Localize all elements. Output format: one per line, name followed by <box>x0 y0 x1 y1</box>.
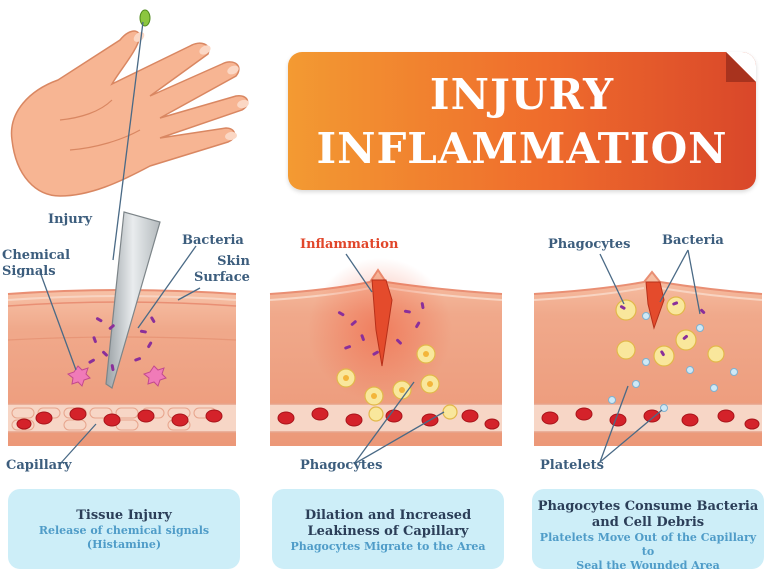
label-capillary: Capillary <box>6 458 72 473</box>
stage-3-heading-line-2: and Cell Debris <box>591 515 705 530</box>
label-chemical-signals-line-2: Signals <box>2 264 56 279</box>
panel-recovery <box>533 270 763 446</box>
thorn-icon <box>139 9 151 27</box>
title-line-2: INFLAMMATION <box>316 124 728 173</box>
pointer-lines <box>39 245 701 465</box>
stage-3-heading-line-1: Phagocytes Consume Bacteria <box>537 499 759 514</box>
injury-pointer-line <box>112 21 144 261</box>
label-injury: Injury <box>48 212 93 227</box>
label-phagocytes-right: Phagocytes <box>548 237 631 252</box>
stage-card-dilation: Dilation and Increased Leakiness of Capi… <box>272 489 504 569</box>
title-line-1: INJURY <box>429 70 615 119</box>
panel-tissue-injury <box>7 211 237 446</box>
label-chemical-signals: Chemical Signals <box>2 248 70 280</box>
label-skin-surface-line-1: Skin <box>217 254 250 269</box>
label-chemical-signals-line-1: Chemical <box>2 248 71 263</box>
stage-3-sub-line-2: Seal the Wounded Area <box>576 559 720 572</box>
label-inflammation: Inflammation <box>300 237 399 252</box>
label-bacteria-right: Bacteria <box>662 233 724 248</box>
stage-1-sub-line-1: Release of chemical signals <box>38 524 210 537</box>
label-platelets: Platelets <box>540 458 604 473</box>
stage-card-phagocytosis: Phagocytes Consume Bacteria and Cell Deb… <box>532 489 764 572</box>
label-skin-surface-line-2: Surface <box>194 270 250 285</box>
stage-1-heading: Tissue Injury <box>76 508 172 523</box>
stage-2-heading-line-2: Leakiness of Capillary <box>307 524 469 539</box>
label-phagocytes-middle: Phagocytes <box>300 458 383 473</box>
stage-2-sub-line-1: Phagocytes Migrate to the Area <box>290 540 486 553</box>
hand-illustration <box>10 30 249 197</box>
stage-card-tissue-injury: Tissue Injury Release of chemical signal… <box>8 489 240 569</box>
label-bacteria-left: Bacteria <box>182 233 244 248</box>
panel-inflammation <box>269 258 503 446</box>
stage-1-sub-line-2: (Histamine) <box>86 538 162 551</box>
label-skin-surface: Skin Surface <box>194 254 250 286</box>
title-banner: INJURY INFLAMMATION <box>288 52 756 190</box>
stage-3-sub-line-1: Platelets Move Out of the Capillary to <box>539 531 757 558</box>
stage-2-heading-line-1: Dilation and Increased <box>304 508 472 523</box>
banner-page-curl <box>726 52 756 82</box>
